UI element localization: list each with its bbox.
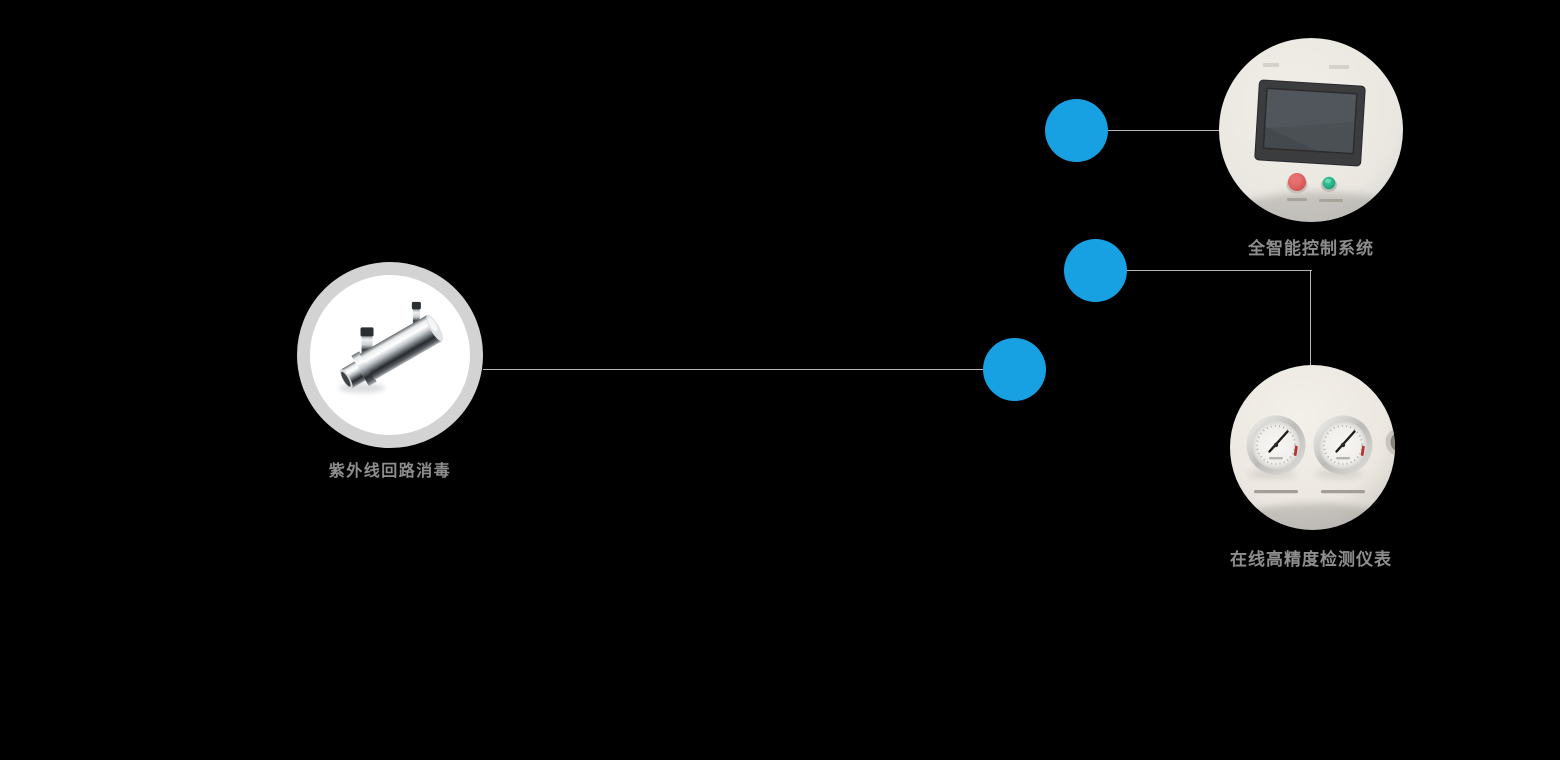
tube-flange <box>351 351 377 387</box>
tube-left-socket <box>340 361 366 389</box>
gauge-caption-1 <box>1254 490 1298 494</box>
partial-gauge-dial <box>1390 433 1395 451</box>
control-panel-photo <box>1219 38 1403 222</box>
hotspot-dot-gauges <box>1064 239 1127 302</box>
control-system-circle <box>1219 38 1403 222</box>
connector-uv-line <box>483 369 1016 370</box>
emergency-stop-button <box>1286 173 1308 194</box>
button-caption-left <box>1287 198 1307 201</box>
uv-sterilizer-circle <box>297 262 483 448</box>
gauge-needle <box>1335 430 1356 453</box>
gauge-panel-label: 在线高精度检测仪表 <box>1230 550 1392 569</box>
control-system-label: 全智能控制系统 <box>1248 239 1374 258</box>
pressure-gauges-photo <box>1230 365 1395 530</box>
tube-open-hole <box>341 371 351 387</box>
tube-end-cap-highlight <box>427 317 438 332</box>
panel-top-marking <box>1263 63 1279 67</box>
hotspot-dot-uv <box>983 338 1046 401</box>
connector-control-line <box>1077 130 1223 131</box>
tube-port-large <box>360 327 374 355</box>
panel-top-marking-2 <box>1329 65 1349 69</box>
gauge-caption-2 <box>1321 490 1365 494</box>
gauge-panel-circle <box>1230 365 1395 530</box>
uv-sterilizer-label: 紫外线回路消毒 <box>328 463 452 480</box>
connector-gauge-line-horizontal <box>1096 270 1312 271</box>
gauge-needle <box>1268 430 1289 453</box>
run-indicator-button <box>1321 176 1337 192</box>
button-caption-right <box>1319 199 1343 202</box>
pressure-gauge-1 <box>1246 415 1306 479</box>
tube-body <box>359 315 443 380</box>
connector-gauge-line-vertical <box>1310 270 1311 366</box>
pressure-gauge-2 <box>1313 415 1373 479</box>
tube-port-small <box>411 301 421 326</box>
hotspot-dot-control <box>1045 99 1108 162</box>
uv-sterilizer-photo <box>339 301 444 393</box>
partial-gauge <box>1385 428 1395 456</box>
touchscreen <box>1254 79 1366 167</box>
